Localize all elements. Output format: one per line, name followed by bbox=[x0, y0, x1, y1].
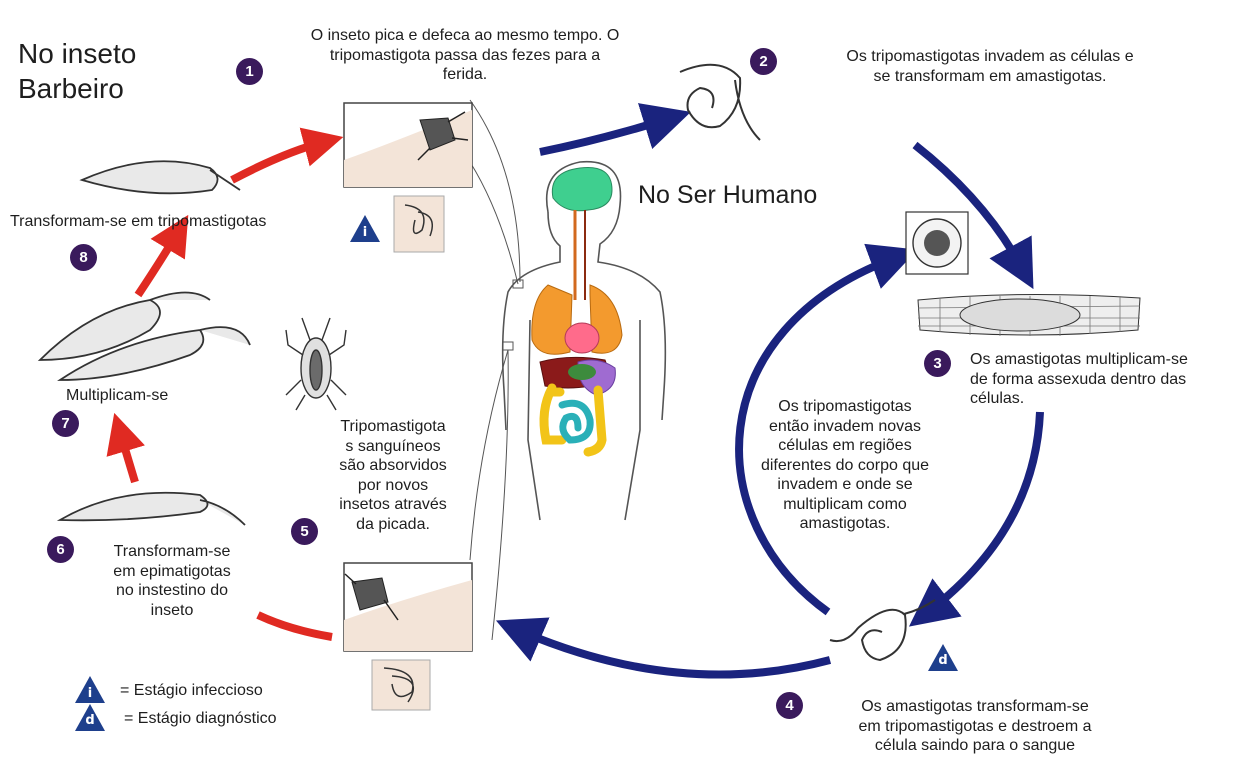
step-3-line: células. bbox=[970, 389, 1240, 409]
step-3-line: de forma assexuda dentro das bbox=[970, 370, 1240, 390]
step-5-line: insetos através bbox=[323, 495, 463, 515]
step-1-line: ferida. bbox=[265, 65, 665, 85]
epimastigotes-7 bbox=[40, 293, 250, 381]
step-5-line: Tripomastigota bbox=[323, 417, 463, 437]
reinvasion-note-line: amastigotas. bbox=[740, 514, 950, 534]
reinvasion-note-line: multiplicam como bbox=[740, 495, 950, 515]
reinvasion-note-line: Os tripomastigotas bbox=[740, 397, 950, 417]
arrow-7-to-8 bbox=[138, 232, 178, 295]
diagnostic-marker-letter: d bbox=[933, 653, 953, 668]
step-5-text: Tripomastigota s sanguíneos são absorvid… bbox=[323, 417, 463, 534]
step-2-line: se transformam em amastigotas. bbox=[800, 67, 1180, 87]
arrow-5-to-6 bbox=[258, 615, 332, 637]
step-5-line: por novos bbox=[323, 476, 463, 496]
bite-inset-5 bbox=[344, 563, 472, 710]
infectious-marker-letter: i bbox=[355, 225, 375, 240]
reinvasion-note-line: então invadem novas bbox=[740, 417, 950, 437]
step-number-4: 4 bbox=[776, 692, 803, 719]
barbeiro-bug-illustration bbox=[286, 318, 346, 410]
step-number-8: 8 bbox=[70, 244, 97, 271]
step-4-line: célula saindo para o sangue bbox=[820, 736, 1130, 756]
step-number-6: 6 bbox=[47, 536, 74, 563]
leader-lines bbox=[470, 100, 523, 640]
legend-infectious-icon: i bbox=[75, 676, 105, 704]
step-4-line: Os amastigotas transformam-se bbox=[820, 697, 1130, 717]
legend-infectious-symbol: i bbox=[80, 686, 100, 701]
step-6-text: Transformam-se em epimatigotas no instes… bbox=[82, 542, 262, 620]
step-8-text: Transformam-se em tripomastigotas bbox=[10, 212, 266, 232]
step-6-line: em epimatigotas bbox=[82, 562, 262, 582]
reinvasion-note-line: invadem e onde se bbox=[740, 475, 950, 495]
step-2-line: Os tripomastigotas invadem as células e bbox=[800, 47, 1180, 67]
step-6-line: Transformam-se bbox=[82, 542, 262, 562]
trypomastigote-4 bbox=[830, 600, 935, 660]
arrow-1-to-2 bbox=[540, 119, 668, 152]
insect-title-line-2: Barbeiro bbox=[18, 71, 136, 106]
step-2-text: Os tripomastigotas invadem as células e … bbox=[800, 47, 1180, 86]
legend-diagnostic-label: = Estágio diagnóstico bbox=[124, 709, 277, 729]
step-4-text: Os amastigotas transformam-se em tripoma… bbox=[820, 697, 1130, 756]
arrow-6-to-7 bbox=[120, 432, 135, 482]
diagnostic-stage-marker: d bbox=[928, 644, 958, 672]
step-4-line: em tripomastigotas e destroem a bbox=[820, 717, 1130, 737]
reinvasion-note-line: diferentes do corpo que bbox=[740, 456, 950, 476]
legend-diagnostic-icon: d bbox=[75, 704, 105, 732]
step-1-line: O inseto pica e defeca ao mesmo tempo. O bbox=[265, 26, 665, 46]
brain-organ bbox=[552, 167, 612, 210]
legend-infectious-label: = Estágio infeccioso bbox=[120, 681, 263, 701]
step-5-line: são absorvidos bbox=[323, 456, 463, 476]
step-3-text: Os amastigotas multiplicam-se de forma a… bbox=[970, 350, 1240, 409]
step-number-2: 2 bbox=[750, 48, 777, 75]
step-number-7: 7 bbox=[52, 410, 79, 437]
step-5-line: s sanguíneos bbox=[323, 437, 463, 457]
trypomastigote-2 bbox=[680, 65, 760, 140]
step-6-line: no instestino do bbox=[82, 581, 262, 601]
step-1-line: tripomastigota passa das fezes para a bbox=[265, 46, 665, 66]
step-7-text: Multiplicam-se bbox=[66, 386, 168, 406]
reinvasion-note: Os tripomastigotas então invadem novas c… bbox=[740, 397, 950, 534]
trypomastigote-8 bbox=[82, 161, 240, 193]
reinvasion-note-line: células em regiões bbox=[740, 436, 950, 456]
human-section-title: No Ser Humano bbox=[638, 180, 817, 211]
arrow-4-to-5 bbox=[518, 630, 830, 675]
infectious-stage-marker: i bbox=[350, 215, 380, 243]
heart-organ bbox=[565, 323, 599, 353]
step-5-line: da picada. bbox=[323, 515, 463, 535]
step-number-1: 1 bbox=[236, 58, 263, 85]
step-3-line: Os amastigotas multiplicam-se bbox=[970, 350, 1240, 370]
insect-section-title: No inseto Barbeiro bbox=[18, 36, 136, 106]
arrow-8-to-1 bbox=[232, 142, 324, 180]
legend-diagnostic-symbol: d bbox=[80, 713, 100, 728]
step-6-line: inseto bbox=[82, 601, 262, 621]
insect-title-line-1: No inseto bbox=[18, 36, 136, 71]
step-number-5: 5 bbox=[291, 518, 318, 545]
step-1-text: O inseto pica e defeca ao mesmo tempo. O… bbox=[265, 26, 665, 85]
infected-cell-illustration bbox=[906, 212, 1140, 336]
epimastigote-6 bbox=[60, 493, 245, 525]
step-number-3: 3 bbox=[924, 350, 951, 377]
